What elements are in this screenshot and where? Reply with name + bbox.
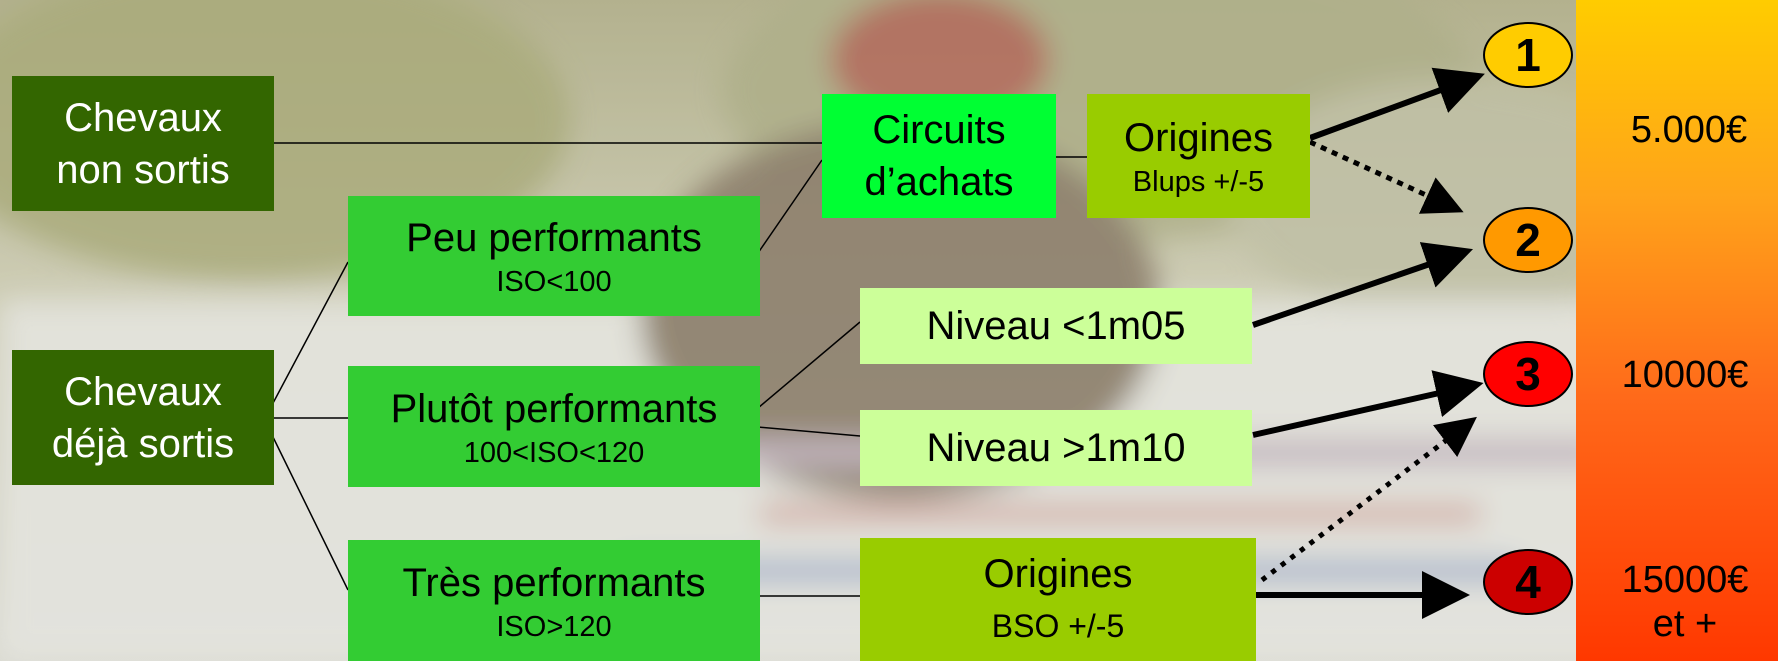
line-peu-circuits bbox=[757, 159, 823, 254]
category-circle-4-number: 4 bbox=[1515, 556, 1541, 608]
category-circle-2: 2 bbox=[1483, 207, 1573, 273]
price-10000: 10000€ bbox=[1621, 354, 1749, 396]
box-niveau-low: Niveau <1m05 bbox=[860, 288, 1252, 364]
box-circuits-achats-line1: Circuits bbox=[872, 108, 1006, 152]
category-circle-4: 4 bbox=[1483, 549, 1573, 615]
box-tres-performants-sub: ISO>120 bbox=[496, 610, 612, 643]
category-circle-2-number: 2 bbox=[1515, 214, 1541, 266]
box-origines-blups-label: Origines bbox=[1124, 116, 1273, 160]
arrow-bso-to-3-dotted bbox=[1260, 416, 1477, 582]
box-circuits-achats: Circuits d’achats bbox=[822, 94, 1056, 218]
arrow-blups-to-1 bbox=[1308, 67, 1485, 141]
price-15000-line2: et + bbox=[1652, 603, 1718, 645]
price-scale-bar bbox=[1576, 0, 1778, 661]
box-chevaux-deja-sortis-line2: déjà sortis bbox=[51, 421, 235, 466]
box-niveau-high-label: Niveau >1m10 bbox=[926, 426, 1186, 470]
box-chevaux-non-sortis: Chevaux non sortis bbox=[12, 76, 274, 211]
box-origines-blups-sub: Blups +/-5 bbox=[1132, 166, 1265, 198]
category-circle-3-number: 3 bbox=[1515, 348, 1541, 400]
box-circuits-achats-line2: d’achats bbox=[864, 160, 1014, 204]
box-plutot-performants-label: Plutôt performants bbox=[390, 386, 718, 431]
box-plutot-performants: Plutôt performants 100<ISO<120 bbox=[348, 366, 760, 487]
box-origines-blups: Origines Blups +/-5 bbox=[1087, 94, 1310, 218]
box-peu-performants-label: Peu performants bbox=[406, 216, 702, 260]
box-origines-bso: Origines BSO +/-5 bbox=[860, 538, 1256, 661]
arrow-niveau-low-to-2 bbox=[1252, 242, 1474, 328]
box-chevaux-non-sortis-line1: Chevaux bbox=[64, 95, 222, 140]
box-chevaux-deja-sortis: Chevaux déjà sortis bbox=[12, 350, 274, 485]
price-15000: 15000€ et + bbox=[1592, 558, 1778, 646]
category-circle-1-number: 1 bbox=[1515, 29, 1541, 81]
box-peu-performants-sub: ISO<100 bbox=[496, 266, 612, 298]
box-origines-bso-sub: BSO +/-5 bbox=[991, 607, 1125, 644]
box-tres-performants: Très performants ISO>120 bbox=[348, 540, 760, 661]
box-niveau-high: Niveau >1m10 bbox=[860, 410, 1252, 486]
line-sortis-tres bbox=[271, 434, 349, 591]
category-circle-3: 3 bbox=[1483, 341, 1573, 407]
line-plutot-niveau-high bbox=[757, 426, 861, 437]
arrow-niveau-high-to-3 bbox=[1252, 370, 1484, 438]
box-niveau-low-label: Niveau <1m05 bbox=[926, 304, 1186, 348]
line-plutot-niveau-low bbox=[757, 321, 861, 409]
category-circle-1: 1 bbox=[1483, 22, 1573, 88]
arrow-blups-to-2-dotted bbox=[1308, 139, 1464, 214]
price-15000-line1: 15000€ bbox=[1621, 559, 1749, 601]
box-tres-performants-label: Très performants bbox=[402, 560, 706, 605]
price-5000: 5.000€ bbox=[1630, 109, 1748, 151]
box-peu-performants: Peu performants ISO<100 bbox=[348, 196, 760, 316]
box-chevaux-deja-sortis-line1: Chevaux bbox=[64, 369, 222, 414]
box-plutot-performants-sub: 100<ISO<120 bbox=[463, 436, 645, 469]
box-origines-bso-label: Origines bbox=[983, 551, 1133, 596]
line-sortis-peu bbox=[271, 261, 349, 406]
box-chevaux-non-sortis-line2: non sortis bbox=[56, 147, 230, 192]
